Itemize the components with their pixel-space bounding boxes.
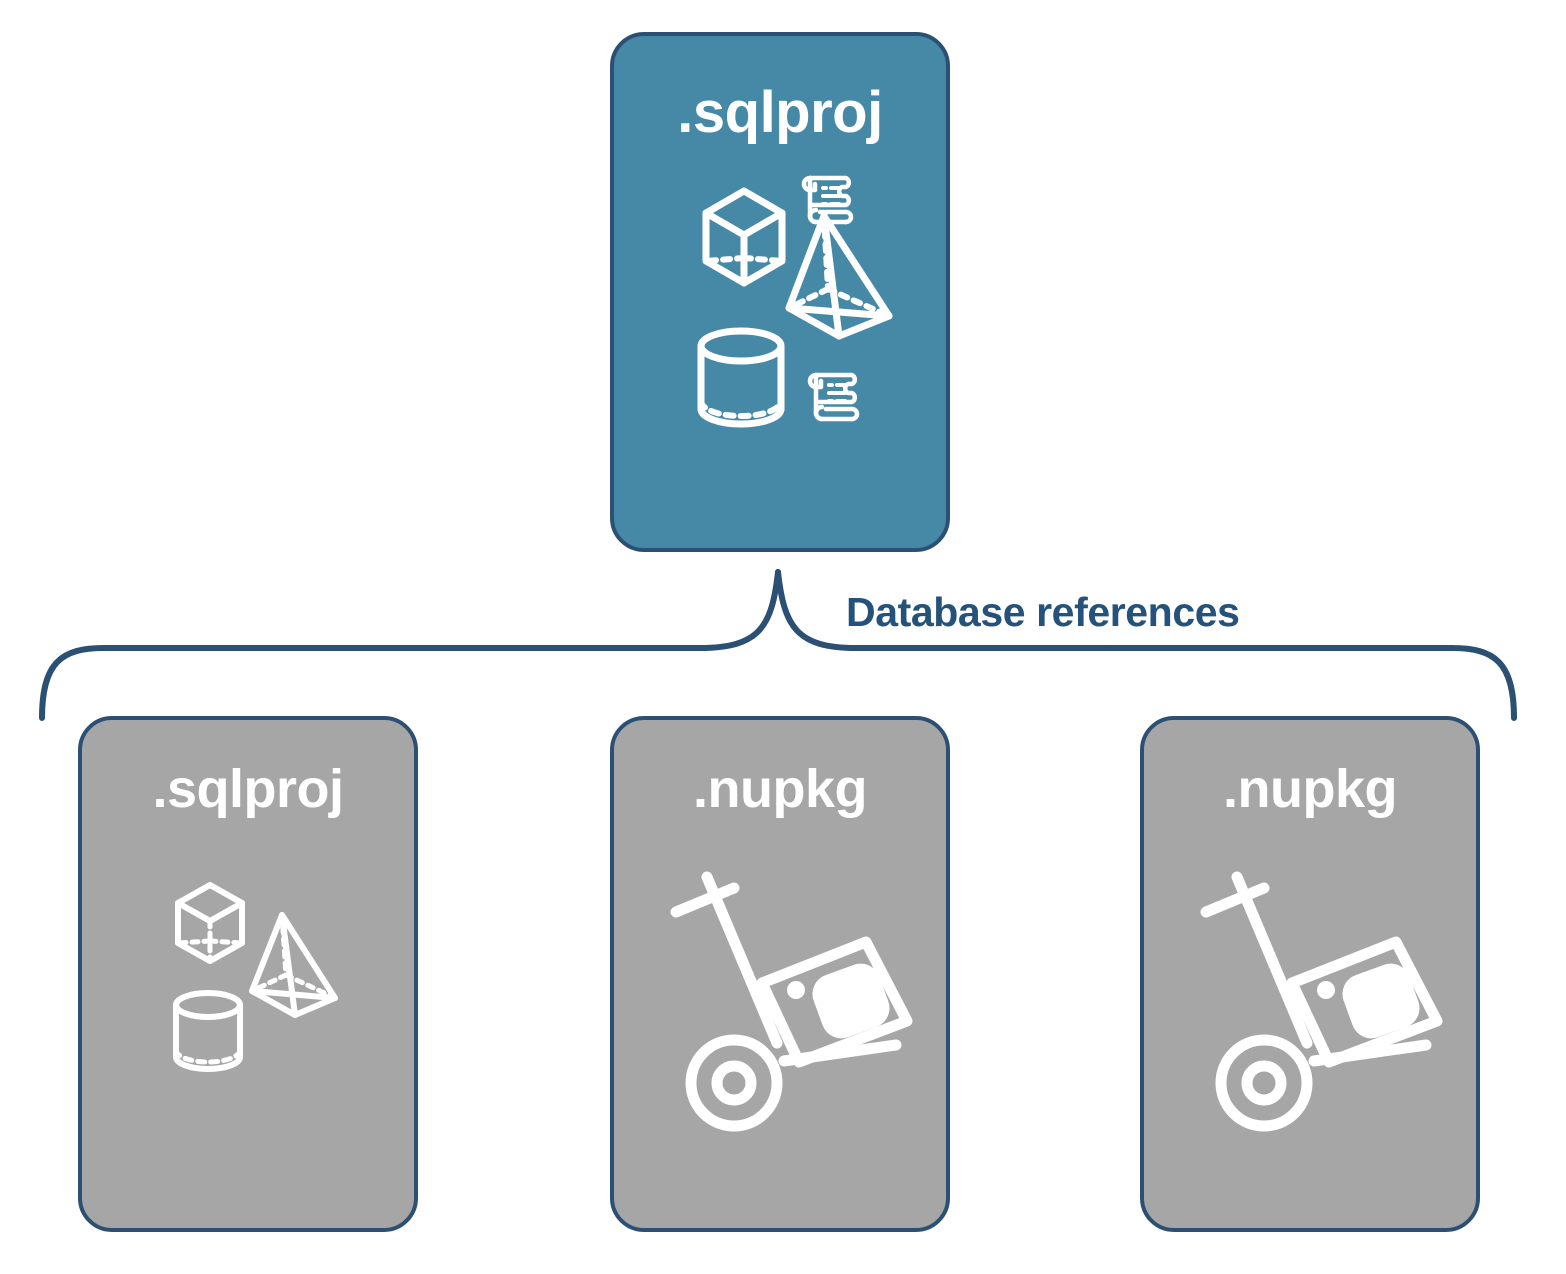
child-sqlproj-icon-cluster [160, 865, 360, 1085]
node-child-sqlproj-label: .sqlproj [152, 759, 344, 819]
node-child-nupkg-1[interactable]: .nupkg [610, 716, 950, 1232]
node-root-sqlproj[interactable]: .sqlproj [610, 32, 950, 552]
node-child-sqlproj[interactable]: .sqlproj [78, 716, 418, 1232]
brace-label-database-references: Database references [846, 589, 1240, 635]
root-icon-cluster [676, 161, 896, 451]
nuget-package-dolly-icon [1174, 865, 1454, 1145]
cylinder-icon [173, 990, 243, 1072]
node-child-nupkg-2-label: .nupkg [1223, 759, 1397, 819]
nuget-package-dolly-icon [644, 865, 924, 1145]
cube-icon [175, 882, 245, 964]
pyramid-icon [249, 912, 338, 1018]
script-scroll-icon-top [790, 167, 862, 239]
pyramid-icon [785, 212, 893, 340]
node-child-nupkg-1-label: .nupkg [693, 759, 867, 819]
cube-icon [702, 187, 786, 287]
node-child-nupkg-2[interactable]: .nupkg [1140, 716, 1480, 1232]
node-root-sqlproj-label: .sqlproj [677, 80, 883, 145]
script-scroll-icon-bottom [796, 364, 868, 436]
cylinder-icon [697, 327, 785, 428]
